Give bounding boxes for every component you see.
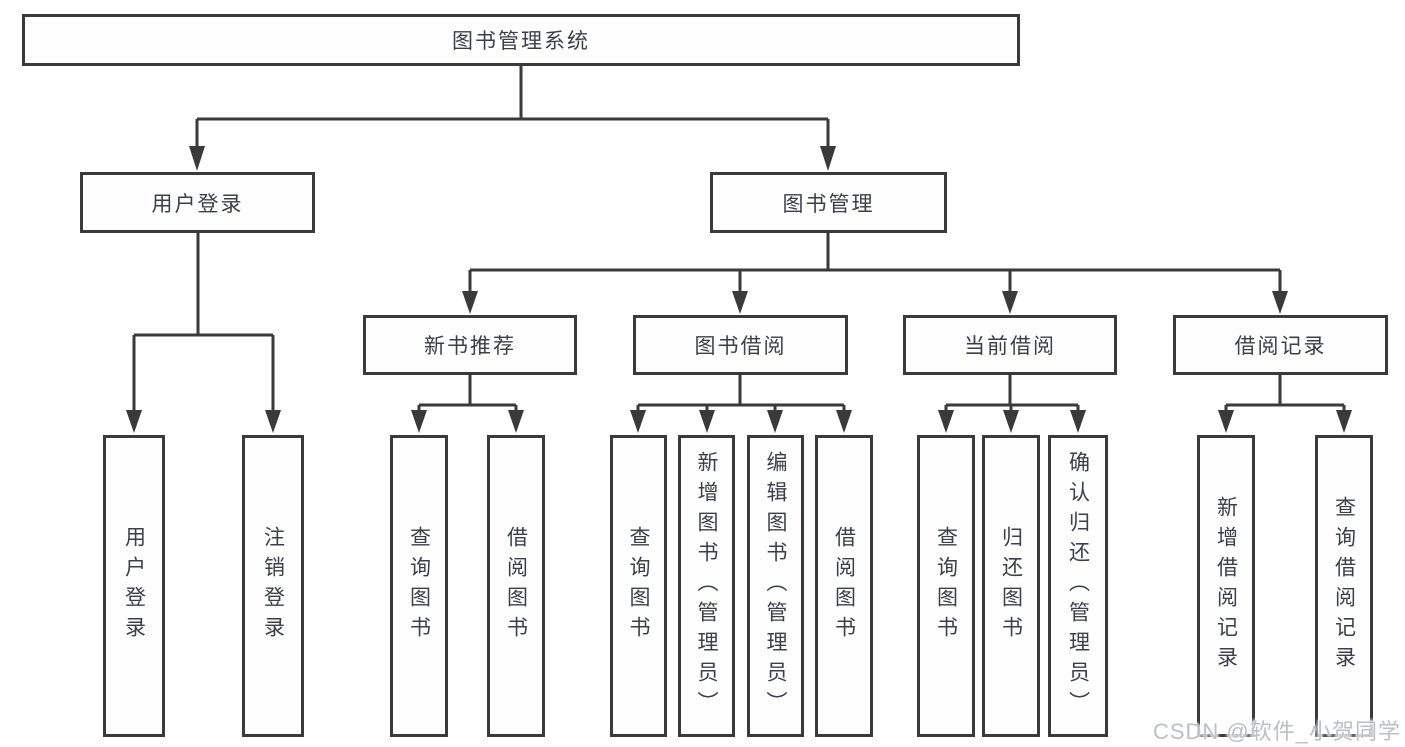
leaf-add-borrow-record: 新增借阅记录	[1197, 435, 1255, 737]
connector-current-borrow-to-leaves	[944, 374, 1080, 412]
arrowhead	[630, 410, 646, 433]
leaf-confirm-return-admin: 确认归还（管理员）	[1048, 435, 1108, 737]
arrowhead	[1336, 410, 1352, 433]
arrowhead	[265, 410, 281, 433]
arrowhead	[699, 410, 715, 433]
leaf-query-books-recommend: 查询图书	[390, 435, 448, 737]
connector-new-book-recommend-to-leaves	[417, 374, 518, 412]
arrowhead	[1003, 410, 1019, 433]
csdn-watermark: CSDN @软件_小贺同学	[1152, 719, 1401, 744]
leaf-query-borrow-record: 查询借阅记录	[1315, 435, 1373, 737]
connector-root-to-level2	[195, 66, 830, 148]
arrowhead	[836, 410, 852, 433]
leaf-add-book-admin: 新增图书（管理员）	[678, 435, 735, 737]
arrowhead	[732, 291, 748, 314]
arrowhead	[820, 146, 836, 171]
arrowhead	[1070, 410, 1086, 433]
arrowhead	[938, 410, 954, 433]
leaf-borrow-books-recommend: 借阅图书	[487, 435, 545, 737]
leaf-logout: 注销登录	[242, 435, 304, 737]
arrowhead	[1002, 291, 1018, 314]
node-book-management: 图书管理	[710, 172, 947, 233]
arrowhead	[189, 146, 205, 171]
node-borrow-records: 借阅记录	[1173, 315, 1388, 375]
arrowhead	[411, 410, 427, 433]
leaf-query-books-current: 查询图书	[917, 435, 975, 737]
leaf-user-login: 用户登录	[103, 435, 165, 737]
connector-borrow-records-to-leaves	[1224, 374, 1346, 412]
arrowhead	[1272, 291, 1288, 314]
connector-book-borrow-to-leaves	[636, 374, 846, 412]
node-new-book-recommend: 新书推荐	[363, 315, 577, 375]
leaf-return-books: 归还图书	[982, 435, 1040, 737]
connector-user-login-to-leaves	[132, 233, 275, 412]
node-current-borrow: 当前借阅	[903, 315, 1117, 375]
node-user-login: 用户登录	[80, 172, 315, 233]
leaf-query-books-borrow: 查询图书	[610, 435, 667, 737]
connector-book-management-to-sections	[468, 233, 1282, 293]
node-book-borrow: 图书借阅	[633, 315, 848, 375]
arrowhead	[462, 291, 478, 314]
node-root-system: 图书管理系统	[22, 14, 1020, 66]
leaf-borrow-books: 借阅图书	[815, 435, 873, 737]
arrowhead	[126, 410, 142, 433]
arrowhead	[767, 410, 783, 433]
arrowhead	[1218, 410, 1234, 433]
arrowhead	[508, 410, 524, 433]
leaf-edit-book-admin: 编辑图书（管理员）	[747, 435, 804, 737]
